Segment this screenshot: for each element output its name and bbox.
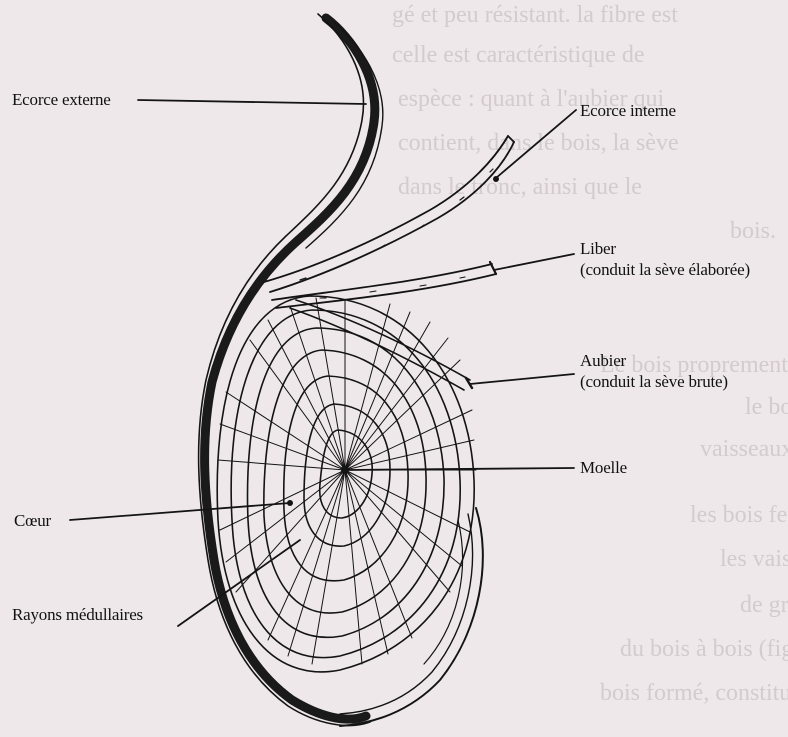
label-ecorce-externe: Ecorce externe (12, 89, 111, 110)
label-rayons: Rayons médullaires (12, 604, 143, 625)
label-coeur: Cœur (14, 510, 51, 531)
label-aubier: Aubier (conduit la sève brute) (580, 350, 728, 392)
leader-moelle (346, 468, 574, 470)
leader-aubier (470, 374, 574, 384)
leader-coeur (70, 503, 290, 520)
label-moelle: Moelle (580, 457, 627, 478)
label-ecorce-interne: Ecorce interne (580, 100, 676, 121)
leader-ecorce-externe (138, 100, 366, 104)
growth-rings (217, 296, 474, 672)
sapwood-strip (290, 300, 472, 390)
label-aubier-note: (conduit la sève brute) (580, 371, 728, 392)
label-liber-title: Liber (580, 239, 616, 258)
label-liber: Liber (conduit la sève élaborée) (580, 238, 750, 280)
leader-liber (494, 254, 574, 270)
leader-ecorce-interne (496, 110, 576, 178)
label-liber-note: (conduit la sève élaborée) (580, 259, 750, 280)
label-aubier-title: Aubier (580, 351, 626, 370)
leader-lines (70, 100, 576, 626)
